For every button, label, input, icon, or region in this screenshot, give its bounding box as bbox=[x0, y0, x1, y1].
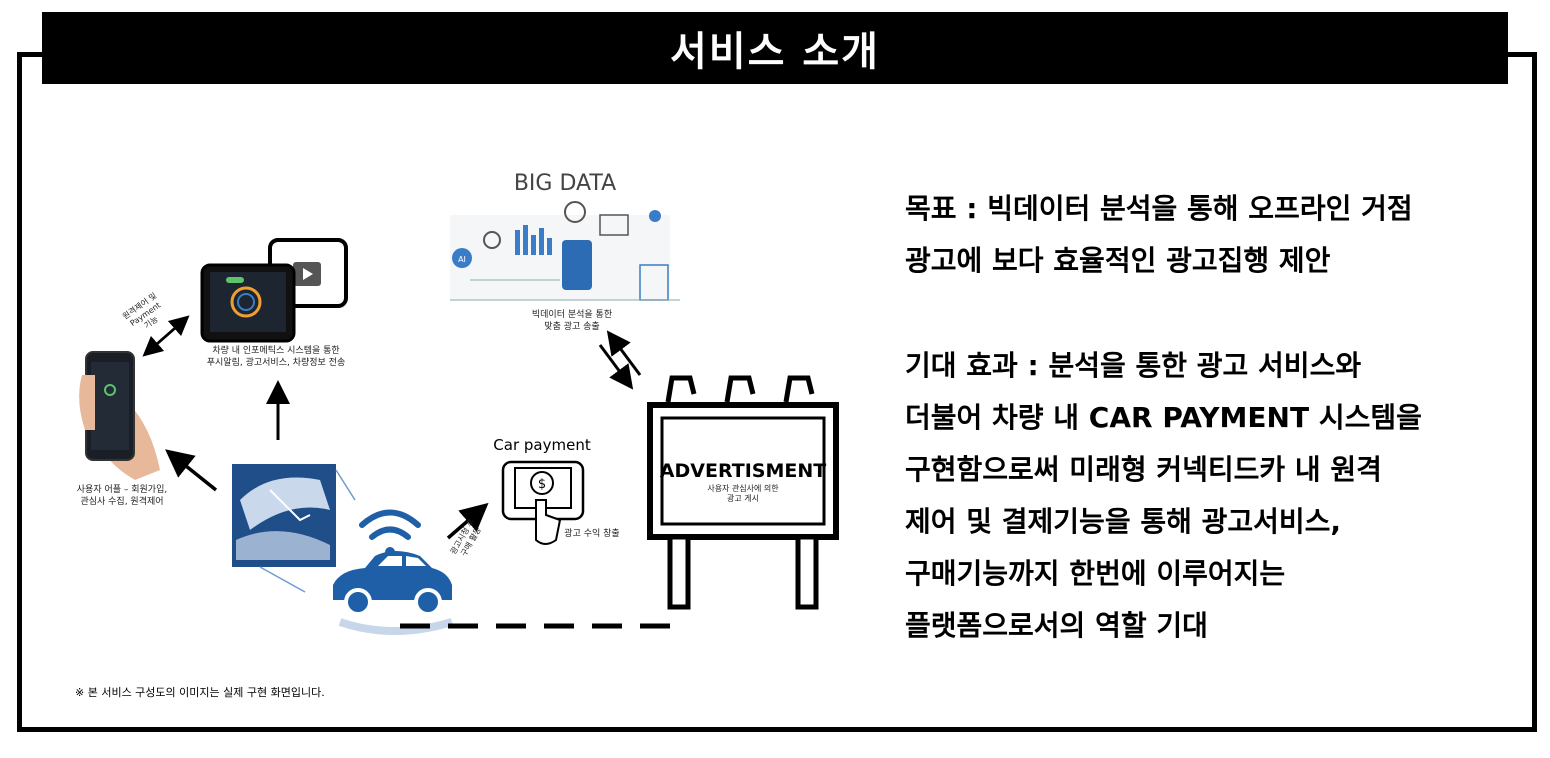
effect-line: 플랫폼으로서의 역할 기대 bbox=[905, 609, 1208, 642]
arrow-interior-to-phone bbox=[165, 449, 218, 492]
phone-icon bbox=[562, 240, 592, 290]
arrow-tablet-to-phone bbox=[142, 321, 183, 357]
title-bar: 서비스 소개 bbox=[42, 12, 1508, 84]
arrow-car-to-payment bbox=[446, 502, 489, 540]
magnifier-icon bbox=[483, 231, 501, 249]
ai-badge-icon bbox=[452, 248, 472, 268]
effect-line: 구매기능까지 한번에 이루어지는 bbox=[905, 557, 1286, 590]
phone-caption-line1: 사용자 어플 – 회원가입, bbox=[77, 483, 167, 495]
page-title: 서비스 소개 bbox=[670, 29, 880, 75]
phone-caption-line2: 관심사 수집, 원격제어 bbox=[80, 495, 163, 507]
tablet-illustration bbox=[200, 238, 348, 343]
tablet-caption-line1: 차량 내 인포메틱스 시스템을 통한 bbox=[212, 344, 339, 356]
car-interior-illustration bbox=[232, 464, 336, 567]
play-icon bbox=[303, 268, 313, 280]
effect-text: 기대 효과 : 분석을 통한 광고 서비스와 더불어 차량 내 CAR PAYM… bbox=[905, 340, 1422, 652]
arrow-billboard-to-bigdata bbox=[606, 330, 642, 376]
big-data-illustration: AI bbox=[450, 201, 680, 301]
service-diagram: AI BIG DATA 빅데이터 분석을 통한 맞춤 광고 송출 차량 내 인포… bbox=[77, 171, 839, 635]
footnote: ※ 본 서비스 구성도의 이미지는 실제 구현 화면입니다. bbox=[75, 686, 325, 699]
big-data-caption-line1: 빅데이터 분석을 통한 bbox=[532, 309, 612, 320]
effect-line: 더불어 차량 내 CAR PAYMENT 시스템을 bbox=[905, 401, 1422, 434]
svg-text:$: $ bbox=[538, 477, 546, 492]
payment-terminal-icon: $ bbox=[501, 460, 585, 545]
effect-line: 기대 효과 : 분석을 통한 광고 서비스와 bbox=[905, 349, 1362, 382]
billboard-sub-line1: 사용자 관심사에 의한 bbox=[707, 483, 779, 493]
ad-revenue-label: 광고 수익 창출 bbox=[564, 527, 619, 539]
phone-in-hand-illustration bbox=[79, 351, 160, 480]
ai-badge: AI bbox=[458, 255, 466, 264]
goal-line: 목표 : 빅데이터 분석을 통해 오프라인 거점 bbox=[905, 192, 1413, 225]
billboard-illustration bbox=[647, 375, 839, 610]
wifi-icon bbox=[359, 509, 421, 557]
billboard-title: ADVERTISMENT bbox=[660, 460, 826, 482]
car-payment-label: Car payment bbox=[493, 436, 591, 454]
arrow-bigdata-to-billboard bbox=[598, 344, 634, 390]
effect-line: 제어 및 결제기능을 통해 광고서비스, bbox=[905, 505, 1342, 538]
goal-line: 광고에 보다 효율적인 광고집행 제안 bbox=[905, 244, 1331, 277]
car-icon bbox=[333, 551, 454, 635]
monitor-icon bbox=[599, 214, 629, 236]
billboard-sub-line2: 광고 게시 bbox=[727, 493, 759, 503]
big-data-label: BIG DATA bbox=[514, 171, 616, 196]
big-data-caption-line2: 맞춤 광고 송출 bbox=[544, 320, 599, 332]
user-icon bbox=[564, 201, 586, 223]
effect-line: 구현함으로써 미래형 커넥티드카 내 원격 bbox=[905, 453, 1382, 486]
goal-text: 목표 : 빅데이터 분석을 통해 오프라인 거점 광고에 보다 효율적인 광고집… bbox=[905, 183, 1413, 287]
tablet-caption-line2: 푸시알림, 광고서비스, 차량정보 전송 bbox=[207, 356, 346, 368]
